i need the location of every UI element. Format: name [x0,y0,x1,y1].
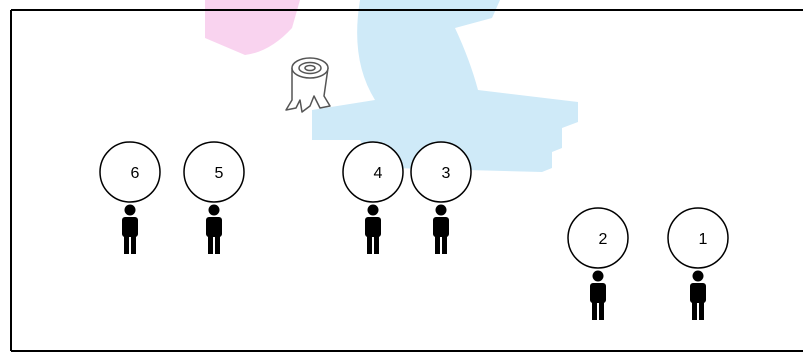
figure-1: 1 [668,208,728,320]
person-icon [122,205,138,255]
person-icon [590,271,606,321]
figure-number: 5 [215,165,224,182]
figure-number: 6 [131,165,140,182]
person-icon [690,271,706,321]
figure-4: 4 [343,142,403,254]
figure-number: 2 [599,231,608,248]
person-icon [365,205,381,255]
figure-number: 3 [442,165,451,182]
figure-2: 2 [568,208,628,320]
background-watermark [205,0,578,172]
figure-number: 4 [374,165,383,182]
figure-5: 5 [184,142,244,254]
figure-number: 1 [699,231,708,248]
figure-6: 6 [100,142,160,254]
figure-3: 3 [411,142,471,254]
figures-group: 6 5 4 3 2 1 [100,142,728,320]
person-icon [433,205,449,255]
watermark-pink-shape [205,0,300,55]
tree-stump-icon [286,58,330,112]
person-icon [206,205,222,255]
